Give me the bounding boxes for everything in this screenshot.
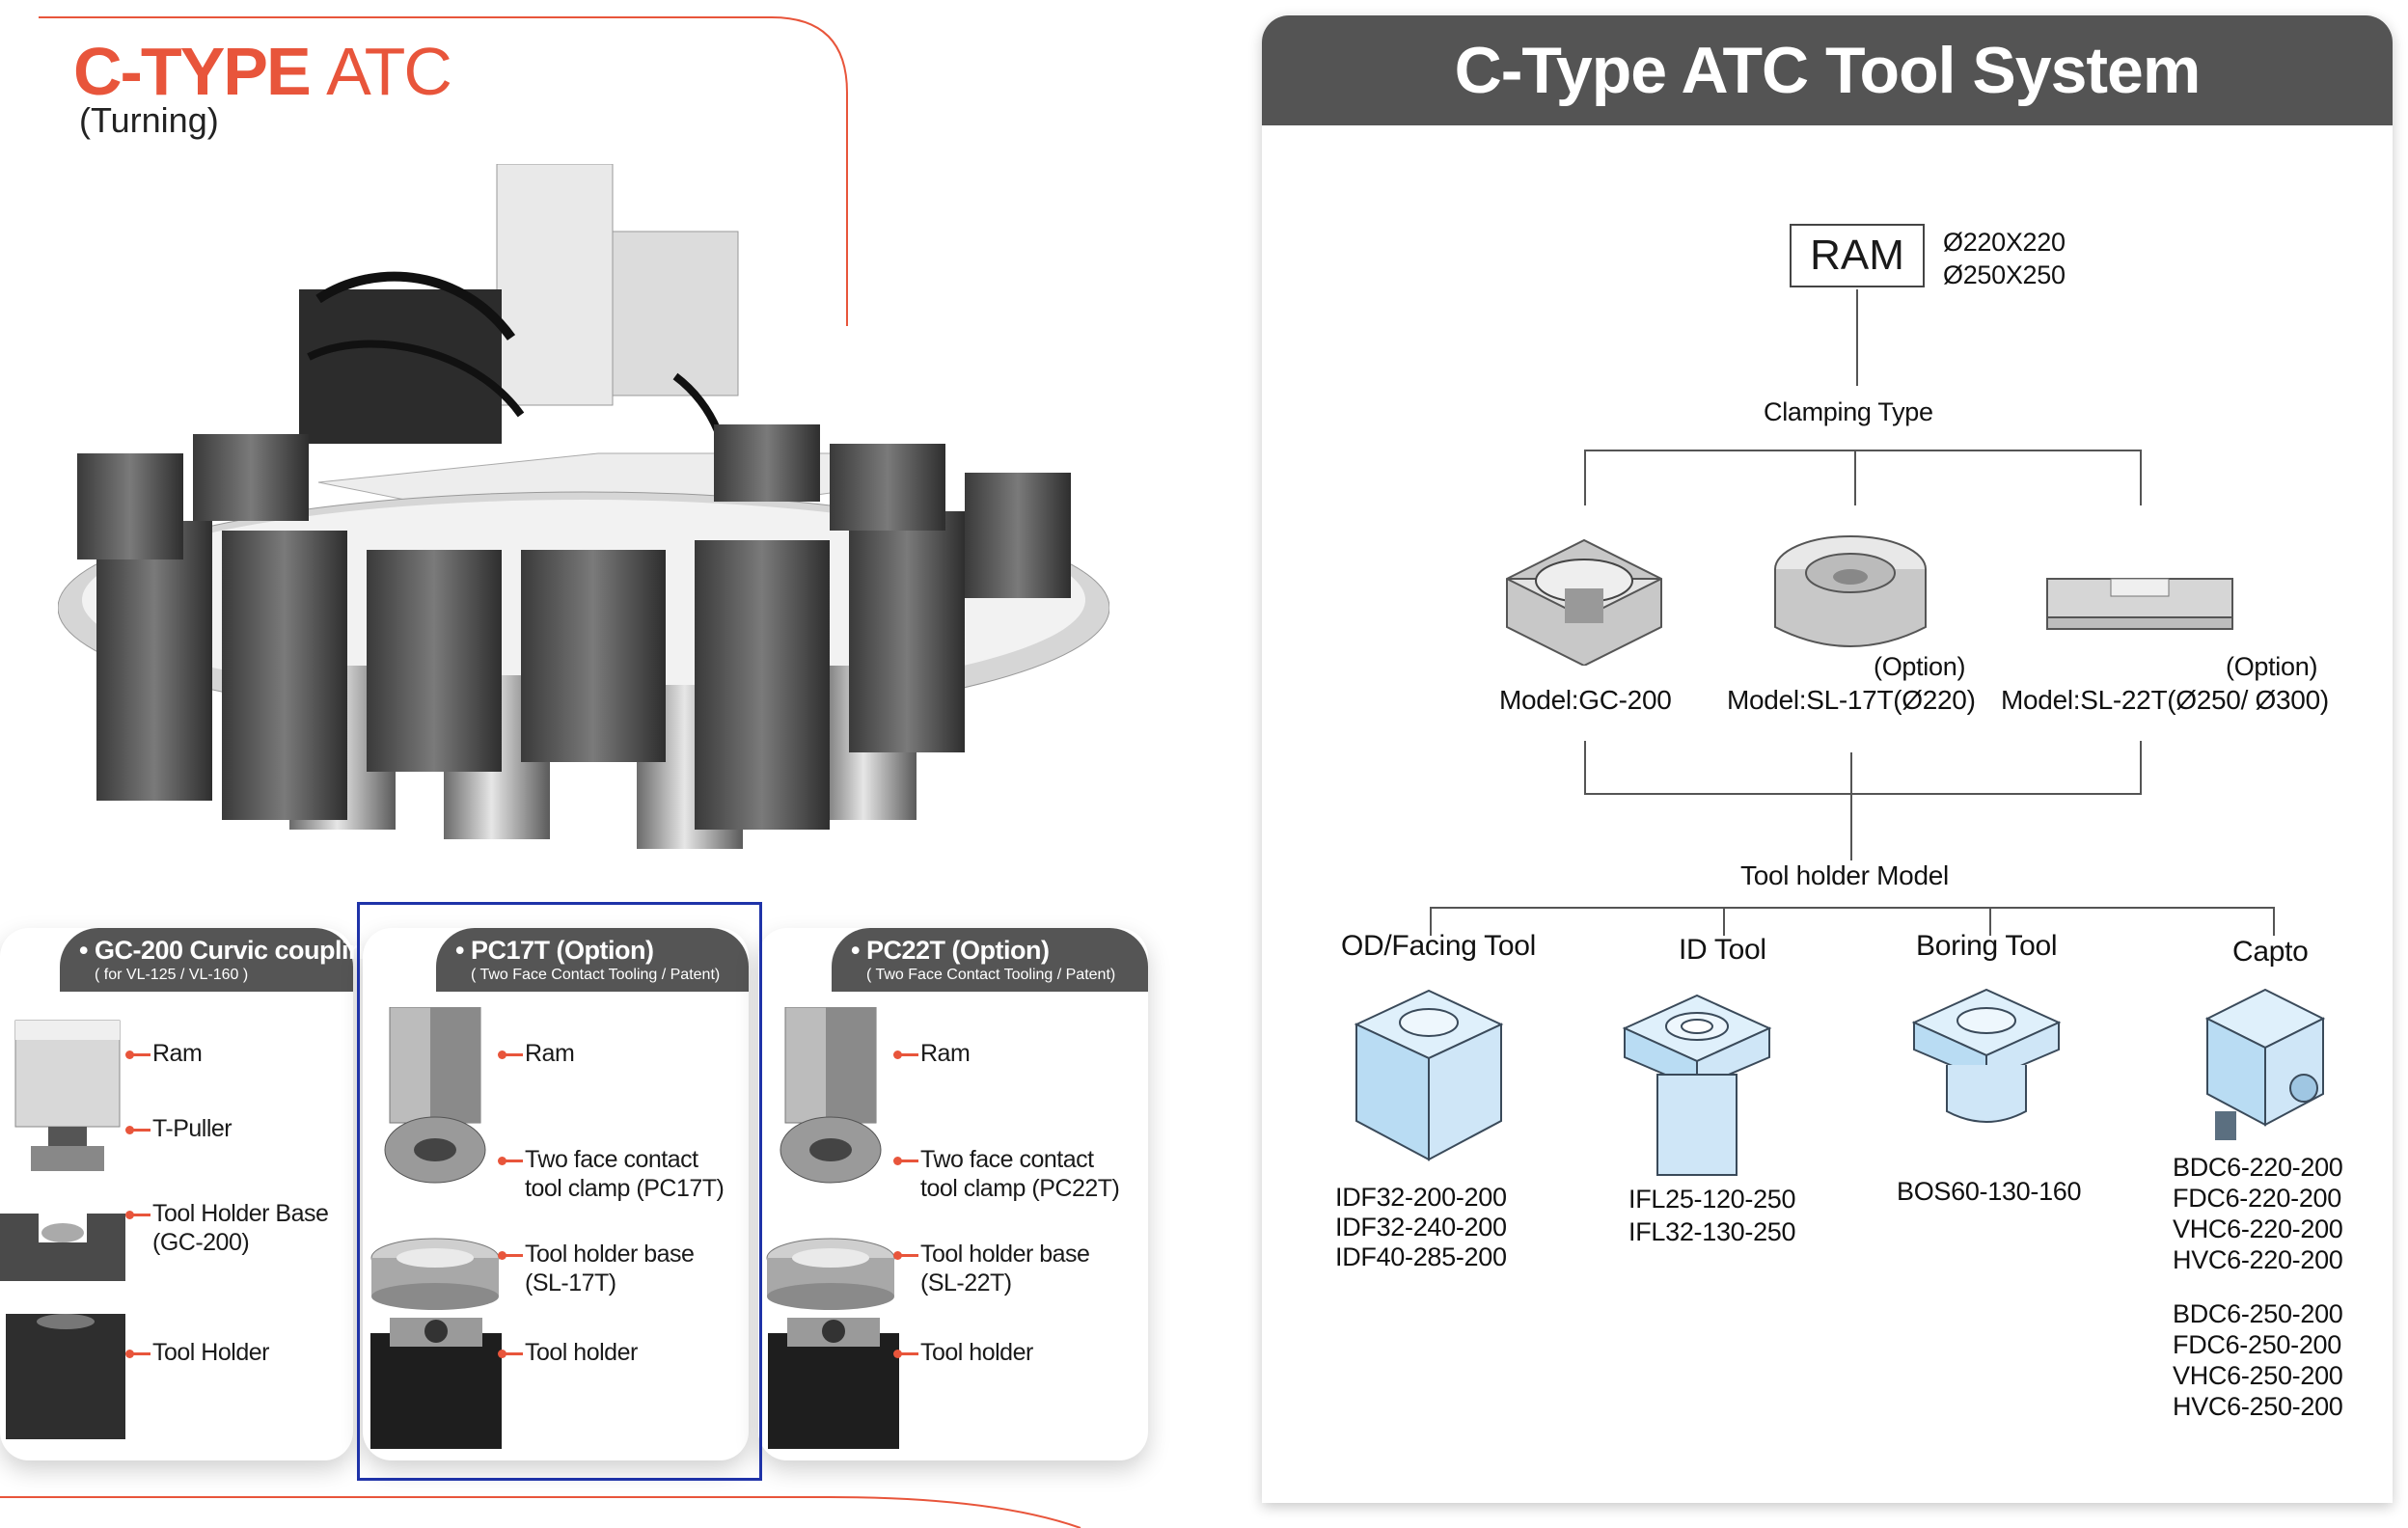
sl22t-option: (Option) bbox=[2226, 652, 2318, 681]
label-pc17t-tool-holder: Tool holder bbox=[525, 1339, 638, 1366]
tool-id: ID Tool bbox=[1679, 934, 1766, 966]
label-tool-holder-base: Tool Holder Base bbox=[152, 1200, 329, 1227]
gc200-card-header: • GC-200 Curvic coupling ( for VL-125 / … bbox=[60, 928, 380, 992]
model-gc200: Model:GC-200 bbox=[1499, 685, 1672, 715]
label-sl17t: (SL-17T) bbox=[525, 1269, 616, 1296]
model-sl22t: Model:SL-22T(Ø250/ Ø300) bbox=[2001, 685, 2329, 715]
label-pc22t-ram: Ram bbox=[920, 1040, 971, 1067]
label-two-face-contact-22: Two face contact bbox=[920, 1146, 1094, 1173]
ram-part-image bbox=[14, 1020, 121, 1171]
tool-holder-base-sl17t-image bbox=[370, 1238, 500, 1310]
tool-capto: Capto bbox=[2232, 936, 2309, 968]
label-t-puller: T-Puller bbox=[152, 1115, 233, 1142]
ram-pc22t-image bbox=[780, 1007, 882, 1184]
capto-model-5: BDC6-250-200 bbox=[2173, 1299, 2343, 1328]
ram-size-1: Ø220X220 bbox=[1943, 228, 2066, 257]
capto-model-7: VHC6-250-200 bbox=[2173, 1361, 2343, 1390]
tool-holder-image bbox=[6, 1314, 125, 1439]
ram-box: RAM bbox=[1790, 224, 1925, 287]
tool-holder-base-sl22t-image bbox=[766, 1238, 895, 1310]
selection-frame bbox=[357, 902, 762, 1481]
page-subtitle: (Turning) bbox=[79, 100, 219, 140]
sl17t-clamp-icon bbox=[1774, 535, 1927, 647]
tool-system-panel bbox=[1262, 15, 2393, 1503]
id-model-2: IFL32-130-250 bbox=[1628, 1217, 1796, 1246]
clamping-type-label: Clamping Type bbox=[1764, 397, 1933, 426]
label-tool-clamp-pc22t: tool clamp (PC22T) bbox=[920, 1175, 1120, 1202]
capto-model-6: FDC6-250-200 bbox=[2173, 1330, 2341, 1359]
atc-machine-illustration bbox=[58, 164, 1109, 849]
boring-tool-icon bbox=[1911, 988, 2062, 1123]
id-model-1: IFL25-120-250 bbox=[1628, 1185, 1796, 1214]
label-pc17t-ram: Ram bbox=[525, 1040, 575, 1067]
tool-od-facing: OD/Facing Tool bbox=[1341, 930, 1537, 962]
capto-model-2: FDC6-220-200 bbox=[2173, 1184, 2341, 1213]
gc200-clamp-icon bbox=[1506, 538, 1662, 666]
pc17t-card-header: • PC17T (Option) ( Two Face Contact Tool… bbox=[436, 928, 749, 992]
label-pc22t-tool-holder: Tool holder bbox=[920, 1339, 1033, 1366]
label-tool-clamp-pc17t: tool clamp (PC17T) bbox=[525, 1175, 725, 1202]
tool-holder-pc22t-image bbox=[768, 1318, 899, 1449]
boring-model-1: BOS60-130-160 bbox=[1897, 1177, 2082, 1206]
label-gc200: (GC-200) bbox=[152, 1229, 250, 1256]
tool-holder-base-image bbox=[0, 1214, 125, 1281]
od-model-2: IDF32-240-200 bbox=[1335, 1213, 1507, 1242]
decorative-curve bbox=[0, 16, 1081, 1528]
tool-holder-pc17t-image bbox=[370, 1318, 502, 1449]
capto-model-3: VHC6-220-200 bbox=[2173, 1214, 2343, 1243]
od-facing-tool-icon bbox=[1354, 989, 1504, 1161]
od-model-1: IDF32-200-200 bbox=[1335, 1183, 1507, 1212]
label-tool-holder-base-sl22t: Tool holder base bbox=[920, 1241, 1090, 1268]
label-sl22t: (SL-22T) bbox=[920, 1269, 1012, 1296]
od-model-3: IDF40-285-200 bbox=[1335, 1242, 1507, 1271]
tool-system-title: C-Type ATC Tool System bbox=[1262, 15, 2393, 125]
label-tool-holder-base-sl17t: Tool holder base bbox=[525, 1241, 695, 1268]
sl17t-option: (Option) bbox=[1874, 652, 1966, 681]
sl22t-clamp-icon bbox=[2046, 578, 2233, 630]
toolholder-model-label: Tool holder Model bbox=[1740, 860, 1949, 890]
label-tool-holder: Tool Holder bbox=[152, 1339, 269, 1366]
capto-model-8: HVC6-250-200 bbox=[2173, 1392, 2343, 1421]
label-two-face-contact: Two face contact bbox=[525, 1146, 698, 1173]
label-ram: Ram bbox=[152, 1040, 203, 1067]
ram-size-2: Ø250X250 bbox=[1943, 260, 2066, 289]
capto-tool-icon bbox=[2204, 988, 2326, 1140]
ram-pc17t-image bbox=[384, 1007, 486, 1184]
id-tool-icon bbox=[1622, 994, 1772, 1176]
capto-model-1: BDC6-220-200 bbox=[2173, 1153, 2343, 1182]
model-sl17t: Model:SL-17T(Ø220) bbox=[1727, 685, 1976, 715]
tool-boring: Boring Tool bbox=[1916, 930, 2058, 962]
pc22t-card-header: • PC22T (Option) ( Two Face Contact Tool… bbox=[832, 928, 1148, 992]
page-title: C-TYPE ATC bbox=[73, 34, 452, 109]
capto-model-4: HVC6-220-200 bbox=[2173, 1245, 2343, 1274]
